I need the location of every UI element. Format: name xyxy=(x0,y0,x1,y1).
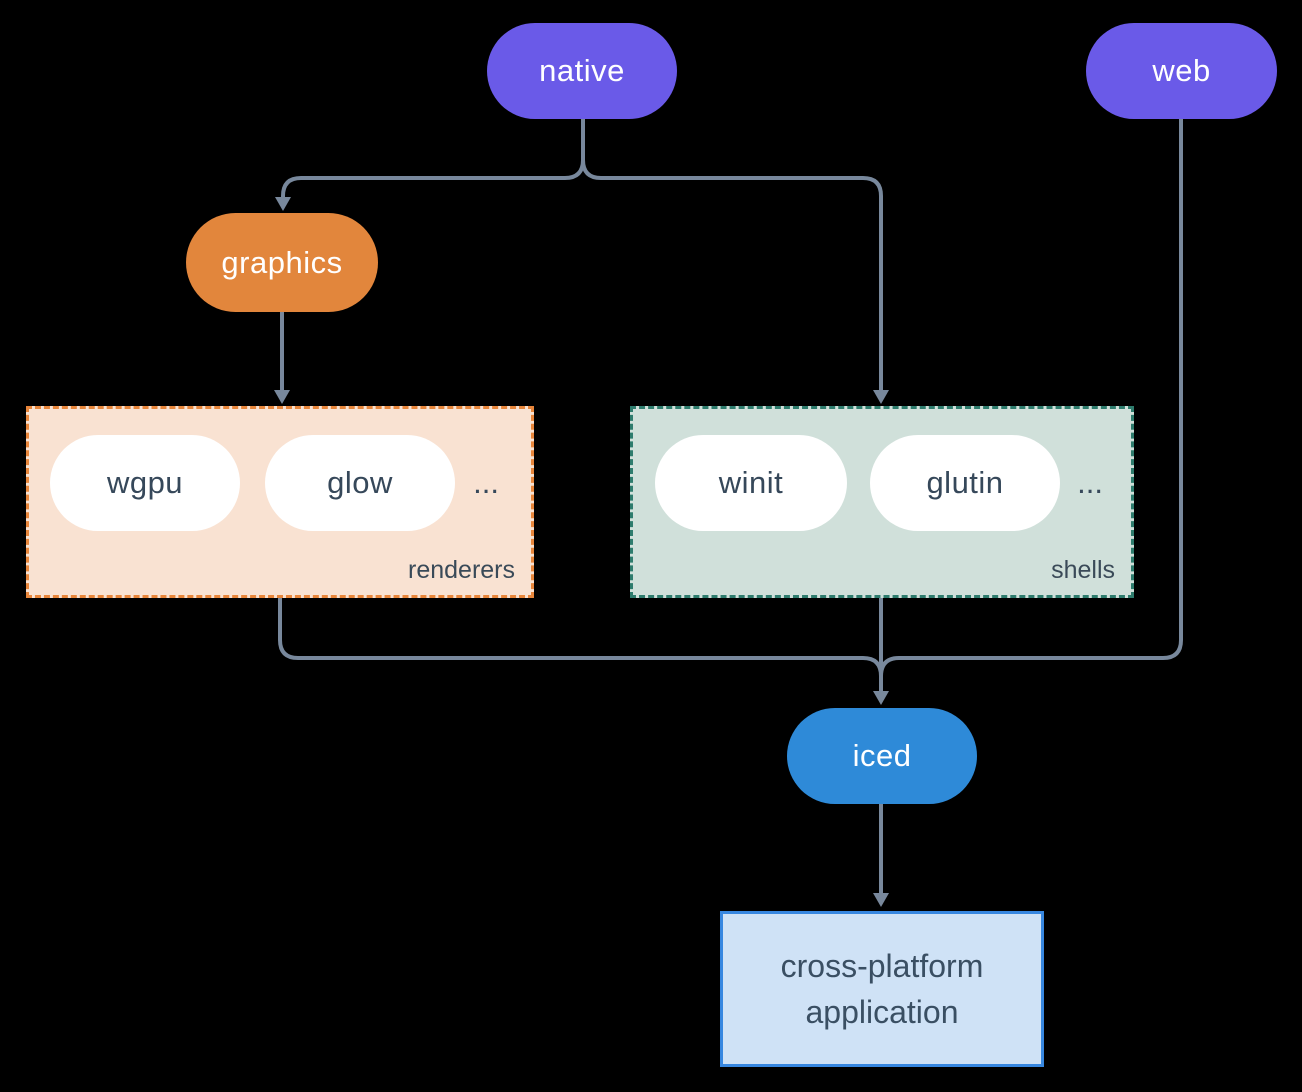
edge-renderers-to-iced xyxy=(278,598,883,682)
node-winit-label: winit xyxy=(718,465,784,500)
node-graphics: graphics xyxy=(186,213,378,312)
node-native-label: native xyxy=(539,53,625,88)
node-web: web xyxy=(1086,23,1277,119)
node-web-label: web xyxy=(1152,53,1211,88)
node-iced-label: iced xyxy=(852,738,912,773)
node-glutin-label: glutin xyxy=(926,465,1004,500)
node-winit: winit xyxy=(655,435,847,531)
renderers-group-label: renderers xyxy=(408,556,515,584)
node-glutin: glutin xyxy=(870,435,1060,531)
node-native: native xyxy=(487,23,677,119)
edge-native-to-graphics xyxy=(281,119,585,199)
arrowhead-into-iced xyxy=(873,691,889,705)
arrowhead-into-renderers xyxy=(274,390,290,404)
shells-ellipsis: ... xyxy=(1077,465,1103,500)
arrowhead-into-shells xyxy=(873,390,889,404)
group-renderers: wgpu glow ... renderers xyxy=(26,406,534,598)
shells-group-label: shells xyxy=(1051,556,1115,584)
node-cross-platform-application-label: cross-platform application xyxy=(780,948,984,1030)
renderers-ellipsis: ... xyxy=(473,465,499,500)
node-iced: iced xyxy=(787,708,977,804)
arrowhead-into-graphics xyxy=(275,197,291,211)
node-graphics-label: graphics xyxy=(221,244,343,280)
node-wgpu-label: wgpu xyxy=(106,465,184,500)
group-shells: winit glutin ... shells xyxy=(630,406,1134,598)
node-wgpu: wgpu xyxy=(50,435,240,531)
node-glow: glow xyxy=(265,435,455,531)
arrowhead-into-application xyxy=(873,893,889,907)
node-glow-label: glow xyxy=(327,465,393,500)
edge-native-to-shells xyxy=(581,119,883,392)
node-cross-platform-application: cross-platform application xyxy=(720,911,1044,1067)
